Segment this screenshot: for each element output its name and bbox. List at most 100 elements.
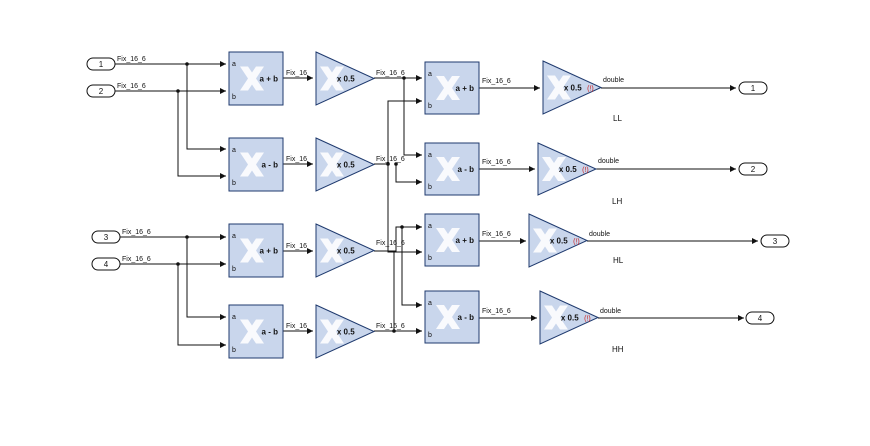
stage3-block-1[interactable]: aba + b (424, 61, 480, 115)
outport-number: 4 (758, 314, 763, 323)
port-b-label: b (232, 94, 236, 101)
signal-type-label: Fix_16 (286, 70, 307, 77)
gain-label: x 0.5 (337, 247, 355, 256)
xilinx-logo-icon (436, 76, 460, 100)
signal-type-label: double (603, 77, 624, 84)
inport-4[interactable]: 4 (91, 257, 121, 271)
xilinx-logo-icon (320, 238, 344, 263)
logo-stroke (240, 152, 264, 177)
output-gain-3[interactable]: x 0.5(!) (528, 213, 589, 268)
signal-wire (186, 237, 226, 320)
inport-number: 1 (99, 60, 104, 69)
gain-triangle (315, 137, 376, 192)
stage3-block-3[interactable]: aba + b (424, 213, 480, 267)
outport-1[interactable]: 1 (738, 81, 768, 95)
outport-4[interactable]: 4 (745, 311, 775, 325)
signal-type-label: Fix_16_6 (376, 323, 405, 330)
xilinx-logo-icon (240, 152, 264, 177)
operator-label: a + b (260, 75, 279, 84)
junction-dot (185, 235, 189, 239)
stage2-gain-4[interactable]: x 0.5 (315, 304, 376, 359)
inport-3[interactable]: 3 (91, 230, 121, 244)
junction-dot (402, 76, 406, 80)
operator-label: a + b (260, 247, 279, 256)
port-a-label: a (428, 71, 432, 78)
signal-wire (374, 252, 395, 332)
logo-stroke (240, 238, 264, 263)
inport-2[interactable]: 2 (86, 84, 116, 98)
signal-wire (374, 98, 422, 165)
signal-type-label: double (598, 158, 619, 165)
output-gain-1[interactable]: x 0.5(!) (542, 60, 603, 115)
gain-label: x 0.5 (337, 328, 355, 337)
outport-shape (760, 234, 790, 248)
overflow-warning-icon: (!) (582, 167, 589, 174)
gain-label: x 0.5 (337, 161, 355, 170)
signal-wire (374, 224, 422, 252)
xilinx-logo-icon (436, 157, 460, 181)
outport-shape (745, 311, 775, 325)
output-caption-hh: HH (612, 345, 624, 354)
outport-2[interactable]: 2 (738, 162, 768, 176)
inport-shape (86, 57, 116, 71)
gain-triangle (315, 223, 376, 278)
gain-label: x 0.5 (559, 165, 577, 174)
signal-type-label: Fix_16_6 (122, 256, 151, 263)
stage1-block-3[interactable]: aba + b (228, 223, 284, 278)
xilinx-logo-icon (240, 238, 264, 263)
stage2-gain-1[interactable]: x 0.5 (315, 51, 376, 106)
xilinx-logo-icon (240, 66, 264, 91)
gain-triangle (537, 142, 598, 196)
output-caption-hl: HL (613, 256, 624, 265)
output-caption-lh: LH (612, 197, 622, 206)
junction-dot (176, 89, 180, 93)
signal-wire (186, 64, 226, 152)
xilinx-logo-icon (320, 66, 344, 91)
signal-labels: Fix_16_6Fix_16_6Fix_16_6Fix_16_6Fix_16Fi… (117, 56, 624, 354)
signal-type-label: double (589, 231, 610, 238)
outport-3[interactable]: 3 (760, 234, 790, 248)
inport-1[interactable]: 1 (86, 57, 116, 71)
signal-type-label: Fix_16 (286, 243, 307, 250)
gain-triangle (539, 290, 600, 345)
gain-triangle (542, 60, 603, 115)
operator-label: a - b (262, 161, 279, 170)
inport-shape (86, 84, 116, 98)
signal-type-label: Fix_16_6 (482, 159, 511, 166)
signal-type-label: Fix_16_6 (376, 240, 405, 247)
xilinx-logo-icon (544, 305, 568, 330)
stage3-block-4[interactable]: aba - b (424, 290, 480, 344)
gain-label: x 0.5 (561, 314, 579, 323)
junction-dot (176, 262, 180, 266)
stage2-gain-2[interactable]: x 0.5 (315, 137, 376, 192)
output-gain-4[interactable]: x 0.5(!) (539, 290, 600, 345)
port-a-label: a (428, 300, 432, 307)
signal-wires (115, 61, 758, 348)
stage1-block-4[interactable]: aba - b (228, 304, 284, 359)
stage2-gain-3[interactable]: x 0.5 (315, 223, 376, 278)
signal-type-label: Fix_16 (286, 156, 307, 163)
stage1-block-2[interactable]: aba - b (228, 137, 284, 192)
logo-stroke (240, 66, 264, 91)
stage3-block-2[interactable]: aba - b (424, 142, 480, 196)
signal-type-label: Fix_16_6 (482, 231, 511, 238)
output-caption-ll: LL (613, 114, 622, 123)
output-gain-2[interactable]: x 0.5 (!) (537, 142, 598, 196)
stage1-block-1[interactable]: aba + b (228, 51, 284, 106)
port-a-label: a (232, 314, 236, 321)
gain-triangle (528, 213, 589, 268)
outport-shape (738, 81, 768, 95)
xilinx-logo-icon (320, 319, 344, 344)
operator-label: a + b (456, 84, 475, 93)
gain-label: x 0.5 (337, 75, 355, 84)
signal-type-label: double (600, 308, 621, 315)
outport-number: 2 (751, 165, 756, 174)
inport-shape (91, 257, 121, 271)
inport-number: 3 (104, 233, 109, 242)
xilinx-logo-icon (547, 75, 571, 100)
overflow-warning-icon: (!) (573, 239, 580, 246)
gain-triangle (315, 51, 376, 106)
inport-number: 2 (99, 87, 104, 96)
port-b-label: b (232, 347, 236, 354)
